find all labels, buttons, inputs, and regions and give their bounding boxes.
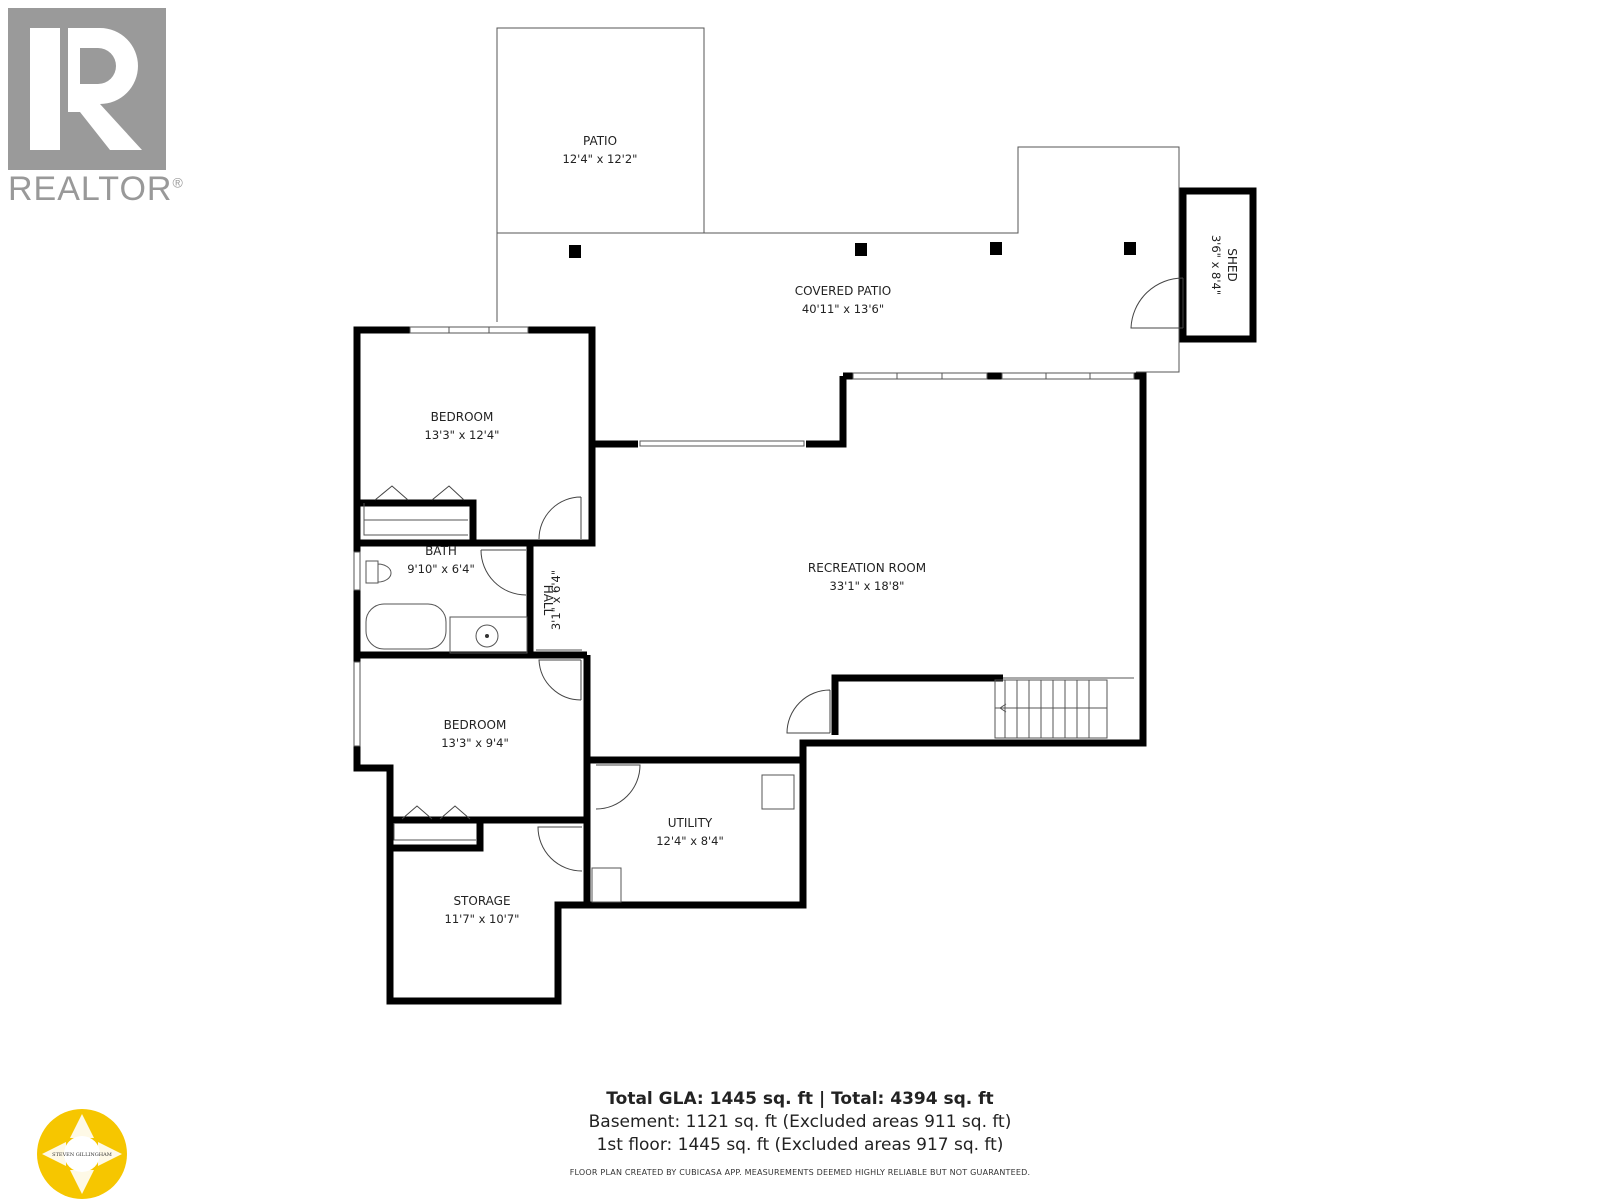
photographer-logo-text: STEVEN GILLINGHAM <box>52 1152 112 1158</box>
door-swing <box>480 549 527 596</box>
patio-post <box>990 242 1002 255</box>
sink-icon <box>475 624 499 648</box>
patio-outline <box>496 27 705 234</box>
patio-post <box>1124 242 1136 255</box>
storage-dims: 11'7" x 10'7" <box>445 912 520 926</box>
door-swing <box>538 496 582 540</box>
closet <box>363 503 468 536</box>
covered-patio-dims: 40'11" x 13'6" <box>802 302 884 316</box>
bedroom-label: BEDROOM <box>431 410 494 424</box>
door-swing <box>786 689 831 734</box>
water-heater <box>761 774 795 810</box>
window <box>1001 372 1135 380</box>
window <box>353 551 361 591</box>
bath-label: BATH <box>425 544 457 558</box>
window <box>353 661 361 747</box>
realtor-logo <box>8 8 166 170</box>
interior-wall <box>360 499 477 541</box>
first-floor-area: 1st floor: 1445 sq. ft (Excluded areas 9… <box>596 1135 1004 1155</box>
stairs <box>994 679 1108 739</box>
shed-dims: 3'6" x 8'4" <box>1209 235 1223 295</box>
exterior-walls <box>353 326 1147 1005</box>
bath-dims: 9'10" x 6'4" <box>407 562 475 576</box>
window <box>409 326 529 334</box>
shed-door <box>1130 277 1184 329</box>
appliance <box>591 867 622 903</box>
closet-door <box>374 485 465 501</box>
total-area: Total GLA: 1445 sq. ft | Total: 4394 sq.… <box>606 1089 994 1109</box>
interior-wall <box>390 816 484 852</box>
utility-label: UTILITY <box>668 816 713 830</box>
bathtub-icon <box>365 603 447 650</box>
closet-door <box>401 805 471 820</box>
disclaimer: FLOOR PLAN CREATED BY CUBICASA APP. MEAS… <box>569 1168 1031 1177</box>
shed-walls <box>1179 187 1257 343</box>
covered-patio-outline <box>496 146 1180 373</box>
interior-wall <box>536 448 596 547</box>
bedroom-label: BEDROOM <box>444 718 507 732</box>
patio-post <box>855 243 867 256</box>
realtor-logo-text: REALTOR® <box>8 170 184 208</box>
door-swing <box>595 764 641 810</box>
patio-dims: 12'4" x 12'2" <box>563 152 638 166</box>
door-swing <box>538 659 582 701</box>
door-swing <box>537 826 583 872</box>
utility-dims: 12'4" x 8'4" <box>656 834 724 848</box>
patio-post <box>569 245 581 258</box>
hall-label: HALL <box>541 585 555 616</box>
storage-label: STORAGE <box>453 894 510 908</box>
area-summary: Total GLA: 1445 sq. ft | Total: 4394 sq.… <box>520 1088 1080 1157</box>
vanity <box>449 616 528 654</box>
photographer-logo: STEVEN GILLINGHAM <box>37 1109 127 1199</box>
hall-dims: 3'1" x 6'4" <box>549 570 563 630</box>
recreation-room-dims: 33'1" x 18'8" <box>830 579 905 593</box>
shed-label: SHED <box>1225 248 1239 281</box>
window <box>852 372 988 380</box>
bedroom-dims: 13'3" x 9'4" <box>441 736 509 750</box>
recreation-room-label: RECREATION ROOM <box>808 561 926 575</box>
patio-label: PATIO <box>583 134 617 148</box>
toilet-icon <box>365 560 392 584</box>
basement-area: Basement: 1121 sq. ft (Excluded areas 91… <box>588 1112 1012 1132</box>
closet <box>393 823 476 841</box>
sliding-door <box>639 440 805 447</box>
bedroom-dims: 13'3" x 12'4" <box>425 428 500 442</box>
interior-wall <box>831 674 1003 735</box>
covered-patio-label: COVERED PATIO <box>795 284 891 298</box>
